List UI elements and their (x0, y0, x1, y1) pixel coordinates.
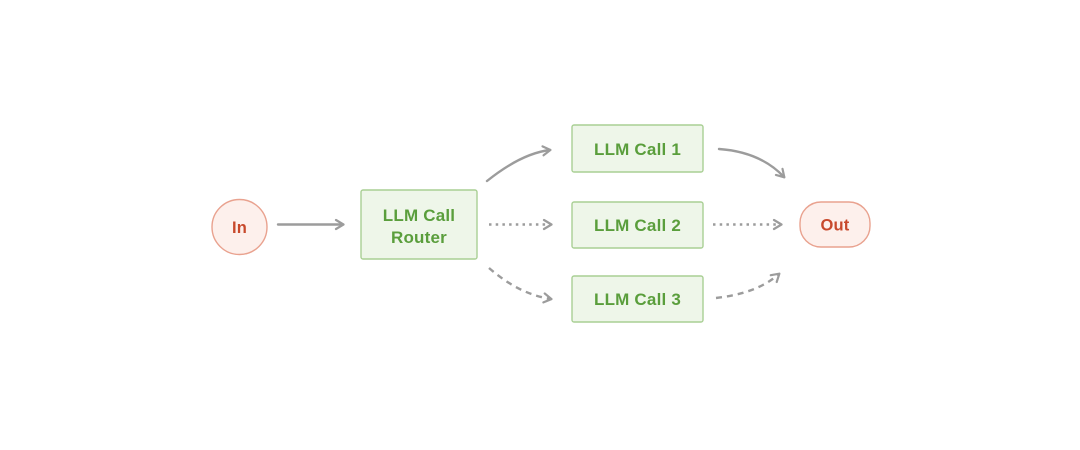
router-node-label-line1: LLM Call (383, 206, 455, 225)
llm-call-2-node: LLM Call 2 (571, 201, 704, 249)
out-node: Out (799, 201, 871, 248)
llm-call-1-node: LLM Call 1 (571, 124, 704, 173)
router-node-label-line2: Router (391, 228, 447, 247)
llm-call-1-label: LLM Call 1 (594, 140, 681, 159)
edge-call3-to-out (715, 272, 781, 300)
in-node-shape (211, 198, 268, 256)
router-node: LLM Call Router (360, 189, 478, 260)
in-node-label: In (232, 219, 247, 237)
in-node: In (211, 198, 268, 256)
llm-call-3-node: LLM Call 3 (571, 275, 704, 323)
llm-call-2-shape (571, 201, 704, 249)
router-node-shape (360, 189, 478, 260)
llm-call-3-shape (571, 275, 704, 323)
llm-call-2-label: LLM Call 2 (594, 216, 681, 235)
edge-router-to-call1 (485, 145, 552, 183)
out-node-shape (799, 201, 871, 248)
out-node-label: Out (820, 217, 849, 235)
edge-router-to-call3 (488, 267, 553, 304)
llm-call-1-shape (571, 124, 704, 173)
llm-call-3-label: LLM Call 3 (594, 290, 681, 309)
edge-call1-to-out (717, 147, 786, 179)
